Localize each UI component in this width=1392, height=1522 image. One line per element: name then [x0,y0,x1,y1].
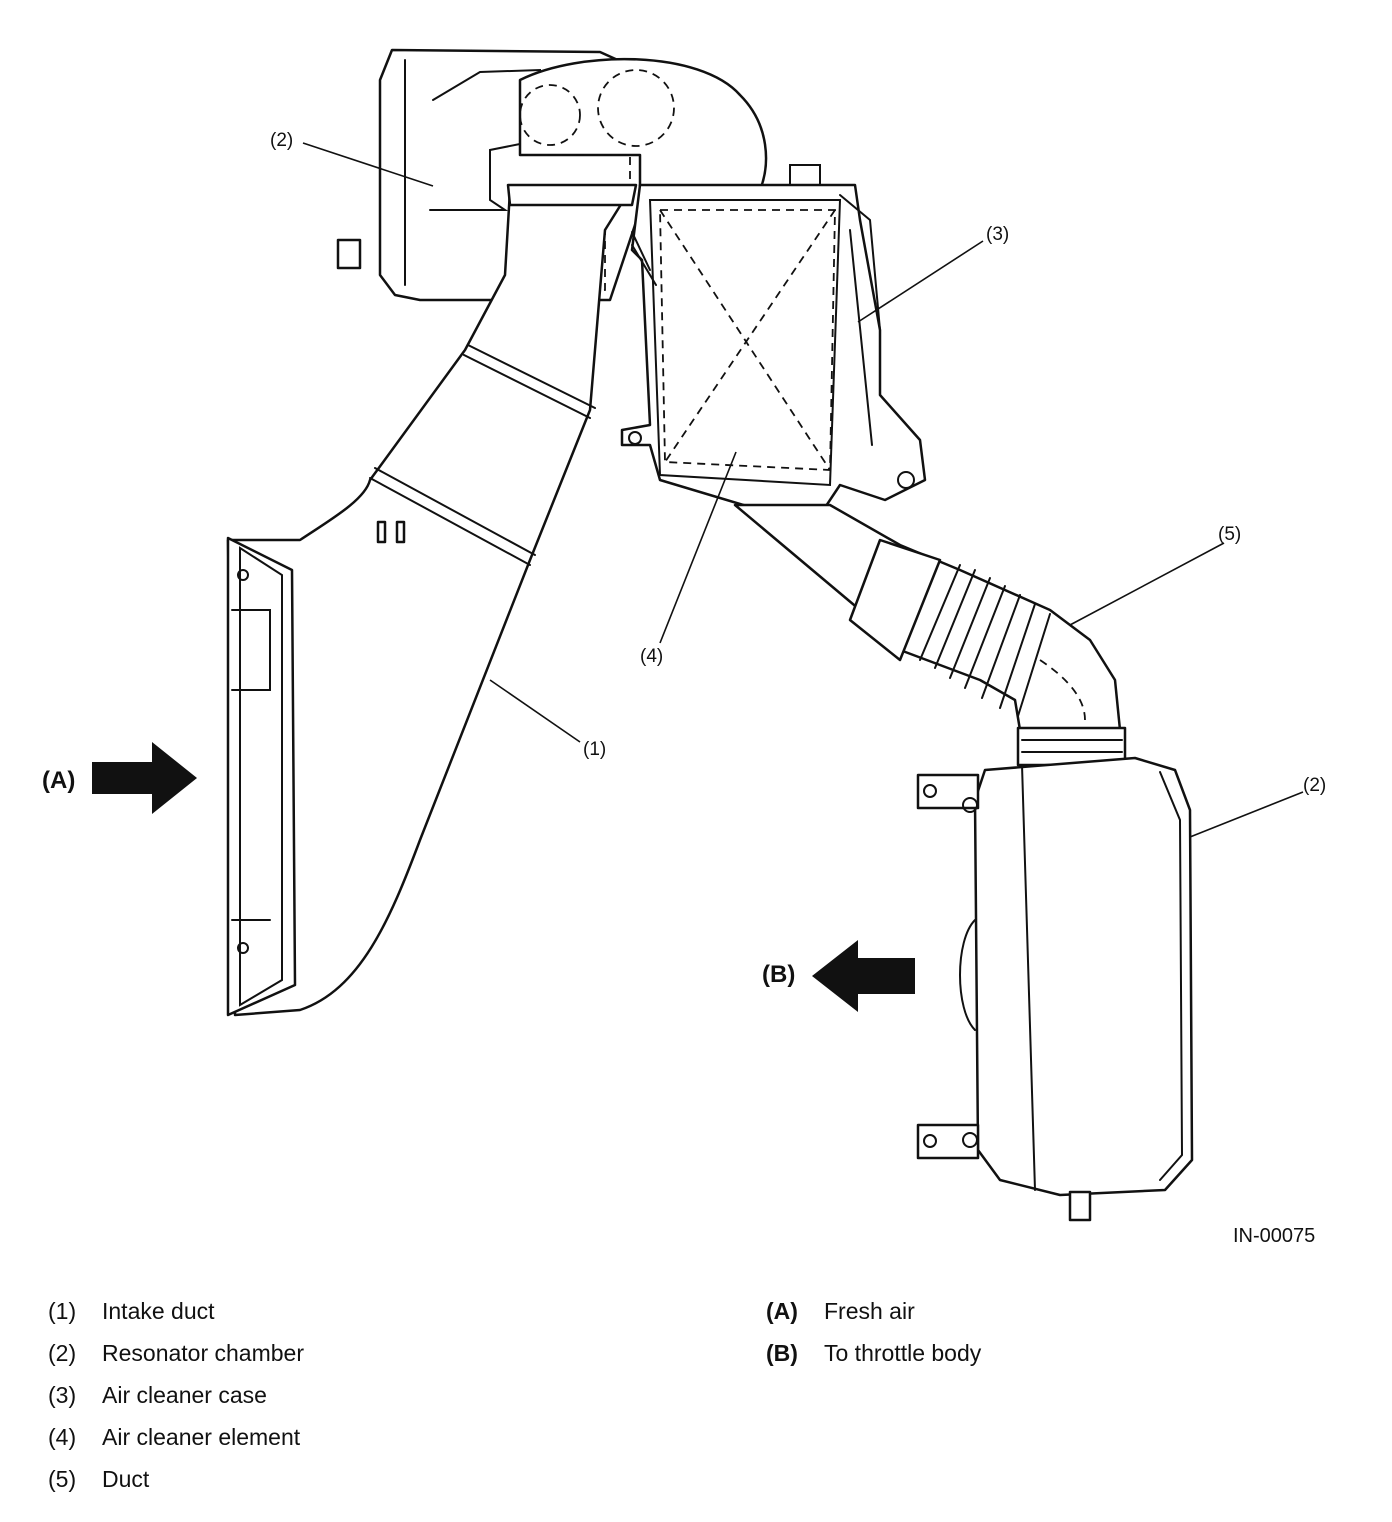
legend-key: (4) [48,1424,77,1450]
legend-key: (A) [766,1298,798,1324]
legend-item: (4) Air cleaner element [48,1416,304,1458]
callout-2-bottom: (2) [1303,775,1326,796]
legend-item: (A) Fresh air [766,1290,981,1332]
flow-label-a: (A) [42,767,75,794]
flow-legend: (A) Fresh air (B) To throttle body [766,1290,981,1374]
legend-key: (1) [48,1298,77,1324]
legend-label: Air cleaner element [102,1424,301,1450]
legend-item: (B) To throttle body [766,1332,981,1374]
intake-duct [226,183,638,1017]
legend-key: (3) [48,1382,77,1408]
legend-item: (2) Resonator chamber [48,1332,304,1374]
leader-lines [302,142,1304,838]
legend-label: Fresh air [824,1298,915,1324]
legend-label: Air cleaner case [102,1382,267,1408]
legend-item: (5) Duct [48,1458,304,1500]
legend-key: (2) [48,1340,77,1366]
legend-key: (5) [48,1466,77,1492]
air-cleaner-assembly [620,164,927,517]
parts-legend: (1) Intake duct (2) Resonator chamber (3) A… [48,1290,304,1500]
legend-item: (3) Air cleaner case [48,1374,304,1416]
callout-5: (5) [1218,524,1241,545]
legend-label: To throttle body [824,1340,982,1366]
callout-3: (3) [986,224,1009,245]
lower-resonator-chamber [916,726,1194,1222]
upper-resonator-chamber [336,48,768,302]
to-throttle-arrow [812,940,915,1012]
figure-code: IN-00075 [1233,1225,1315,1247]
fresh-air-arrow [92,742,197,814]
flow-label-b: (B) [762,961,795,988]
intake-system-diagram: (2) (3) (5) (4) (1) (2) (A) (B) IN-00075 [42,48,1326,1247]
callout-4: (4) [640,646,663,667]
callout-1: (1) [583,739,606,760]
legend-label: Duct [102,1466,150,1492]
callout-2-top: (2) [270,130,293,151]
legend-label: Intake duct [102,1298,215,1324]
legend-label: Resonator chamber [102,1340,304,1366]
duct-5 [733,503,1122,732]
legend-key: (B) [766,1340,798,1366]
legend-item: (1) Intake duct [48,1290,304,1332]
